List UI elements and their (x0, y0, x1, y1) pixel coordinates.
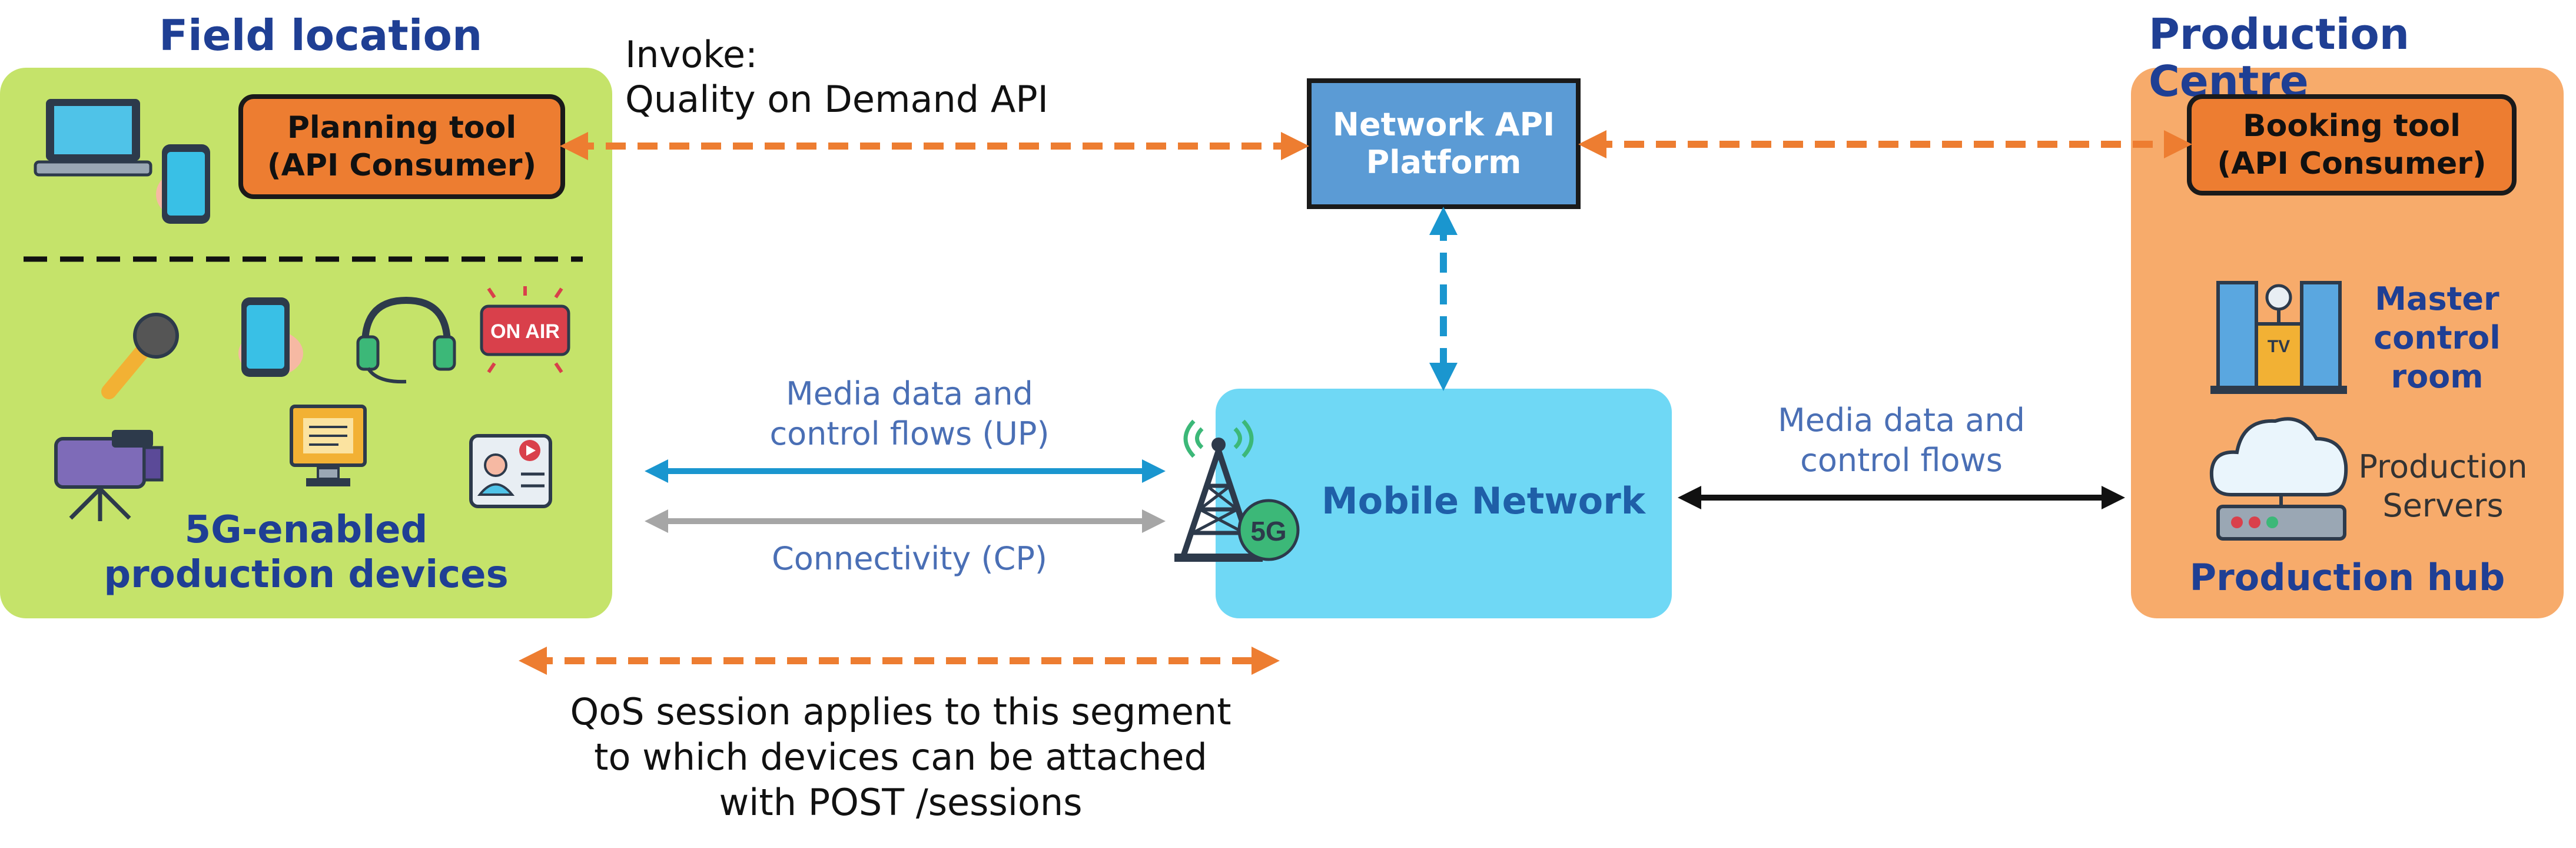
up-flow-line2: control flows (UP) (769, 415, 1050, 452)
mobile-network-box (1216, 389, 1672, 618)
master-control-line2: control (2373, 319, 2501, 356)
planning-tool-line1: Planning tool (287, 110, 517, 145)
booking-tool-box[interactable]: Booking tool (API Consumer) (2187, 94, 2517, 196)
planning-tool-line2: (API Consumer) (267, 148, 537, 183)
up-flow-label: Media data and control flows (UP) (715, 374, 1104, 454)
phone-icon (238, 297, 303, 377)
network-api-platform-box[interactable]: Network API Platform (1307, 78, 1581, 209)
production-hub-label: Production hub (2189, 556, 2505, 599)
phone-icon (156, 144, 210, 224)
mobile-network-label: Mobile Network (1321, 479, 1646, 522)
field-location-title: Field location (159, 11, 483, 60)
up-flow-line1: Media data and (786, 375, 1033, 412)
booking-tool-line1: Booking tool (2243, 108, 2461, 144)
production-servers-label: Production Servers (2355, 448, 2531, 525)
teleprompter-icon (290, 405, 367, 486)
laptop-icon (34, 99, 152, 177)
invoke-line2: Quality on Demand API (625, 78, 1048, 121)
devices-label-line1: 5G-enabled (184, 508, 428, 552)
on-air-sign-icon: ON AIR (480, 286, 570, 373)
tv-text: TV (2268, 337, 2290, 356)
headset-icon (356, 296, 456, 384)
qos-note: QoS session applies to this segment to w… (489, 689, 1313, 825)
video-tutor-icon (469, 434, 552, 508)
invoke-label: Invoke: Quality on Demand API (625, 32, 1048, 122)
devices-label-line2: production devices (104, 553, 509, 597)
cloud-server-icon (2209, 417, 2348, 541)
production-centre-title: Production Centre (2149, 9, 2410, 106)
invoke-line1: Invoke: (625, 33, 758, 76)
planning-tool-box[interactable]: Planning tool (API Consumer) (238, 94, 565, 199)
5g-badge-icon: 5G (1237, 499, 1300, 561)
5g-badge-text: 5G (1250, 516, 1286, 546)
master-control-line1: Master (2375, 280, 2499, 317)
right-flow-line2: control flows (1800, 442, 2003, 479)
right-flow-label: Media data and control flows (1707, 400, 2096, 481)
booking-tool-line2: (API Consumer) (2217, 146, 2487, 181)
master-control-label: Master control room (2355, 280, 2519, 396)
cp-flow-label: Connectivity (CP) (772, 540, 1047, 577)
servers-line2: Servers (2382, 487, 2504, 524)
qos-line2: to which devices can be attached (594, 736, 1207, 779)
right-flow-line1: Media data and (1778, 402, 2025, 439)
qos-line1: QoS session applies to this segment (570, 690, 1231, 733)
on-air-text: ON AIR (490, 320, 560, 343)
platform-line2: Platform (1366, 144, 1522, 181)
devices-label: 5G-enabled production devices (94, 508, 518, 597)
platform-line1: Network API (1332, 106, 1555, 143)
qos-line3: with POST /sessions (719, 781, 1083, 824)
microphone-icon (101, 313, 179, 399)
video-camera-icon (54, 430, 164, 521)
master-control-line3: room (2391, 358, 2484, 395)
tv-building-icon: TV (2210, 281, 2347, 394)
servers-line1: Production (2358, 448, 2528, 485)
